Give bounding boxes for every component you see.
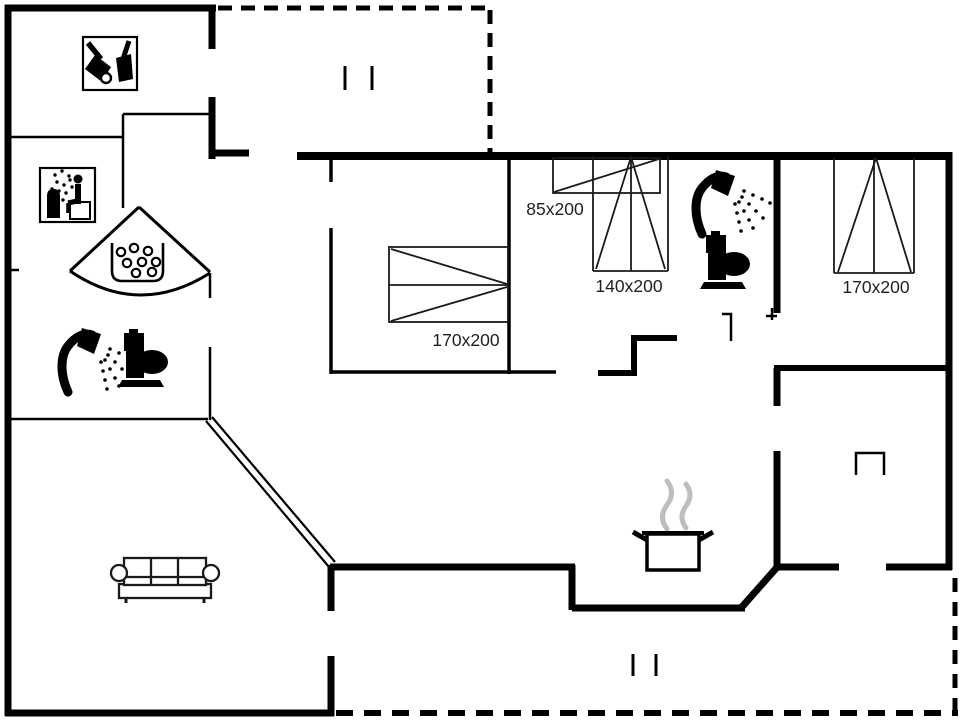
- cleaning-tools-icon: [81, 35, 139, 92]
- bed-right-bedroom: [833, 157, 915, 274]
- toilet-icon-2: [700, 231, 750, 289]
- sofa: [109, 556, 221, 603]
- bed-middle-bedroom: [388, 246, 509, 323]
- shower-icon-2: [696, 170, 772, 234]
- bed-140x200: [592, 156, 669, 272]
- sauna-icon: [38, 166, 97, 224]
- door-tick-marks: [343, 66, 658, 676]
- bed-85x200-label: 85x200: [526, 199, 584, 219]
- interior-walls: [5, 112, 886, 568]
- cooking-pot-icon: [631, 478, 715, 572]
- terrace-dashed-walls: [218, 5, 958, 716]
- bed-middle-label: 170x200: [432, 330, 499, 350]
- outer-walls: [4, 4, 953, 717]
- bed-140x200-label: 140x200: [595, 276, 662, 296]
- toilet-icon: [118, 329, 168, 387]
- bed-right-label: 170x200: [842, 277, 909, 297]
- whirlpool-corner-bath-icon: [68, 205, 212, 297]
- bed-85x200: [552, 157, 661, 194]
